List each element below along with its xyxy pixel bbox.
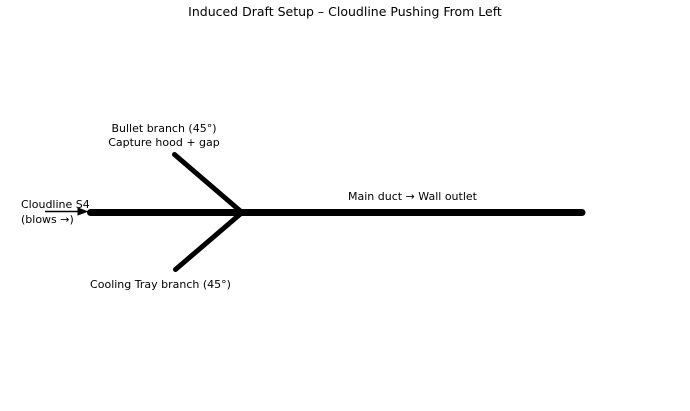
bullet-branch-label-line2: Capture hood + gap — [108, 135, 220, 149]
bullet-branch-label-line1: Bullet branch (45°) — [111, 122, 217, 135]
bullet-branch-line — [172, 152, 244, 215]
cooling-tray-branch-line — [173, 210, 244, 272]
cooling-tray-label: Cooling Tray branch (45°) — [90, 278, 231, 291]
fan-label-line2: (blows →) — [21, 212, 74, 226]
fan-label: Cloudline S4 (blows →) — [21, 198, 90, 227]
fan-flow-arrow-head — [77, 207, 89, 216]
fan-label-line1: Cloudline S4 — [21, 198, 90, 211]
bullet-branch-label: Bullet branch (45°) Capture hood + gap — [94, 122, 234, 149]
main-duct-label: Main duct → Wall outlet — [348, 190, 477, 203]
figure-title: Induced Draft Setup – Cloudline Pushing … — [188, 4, 502, 19]
